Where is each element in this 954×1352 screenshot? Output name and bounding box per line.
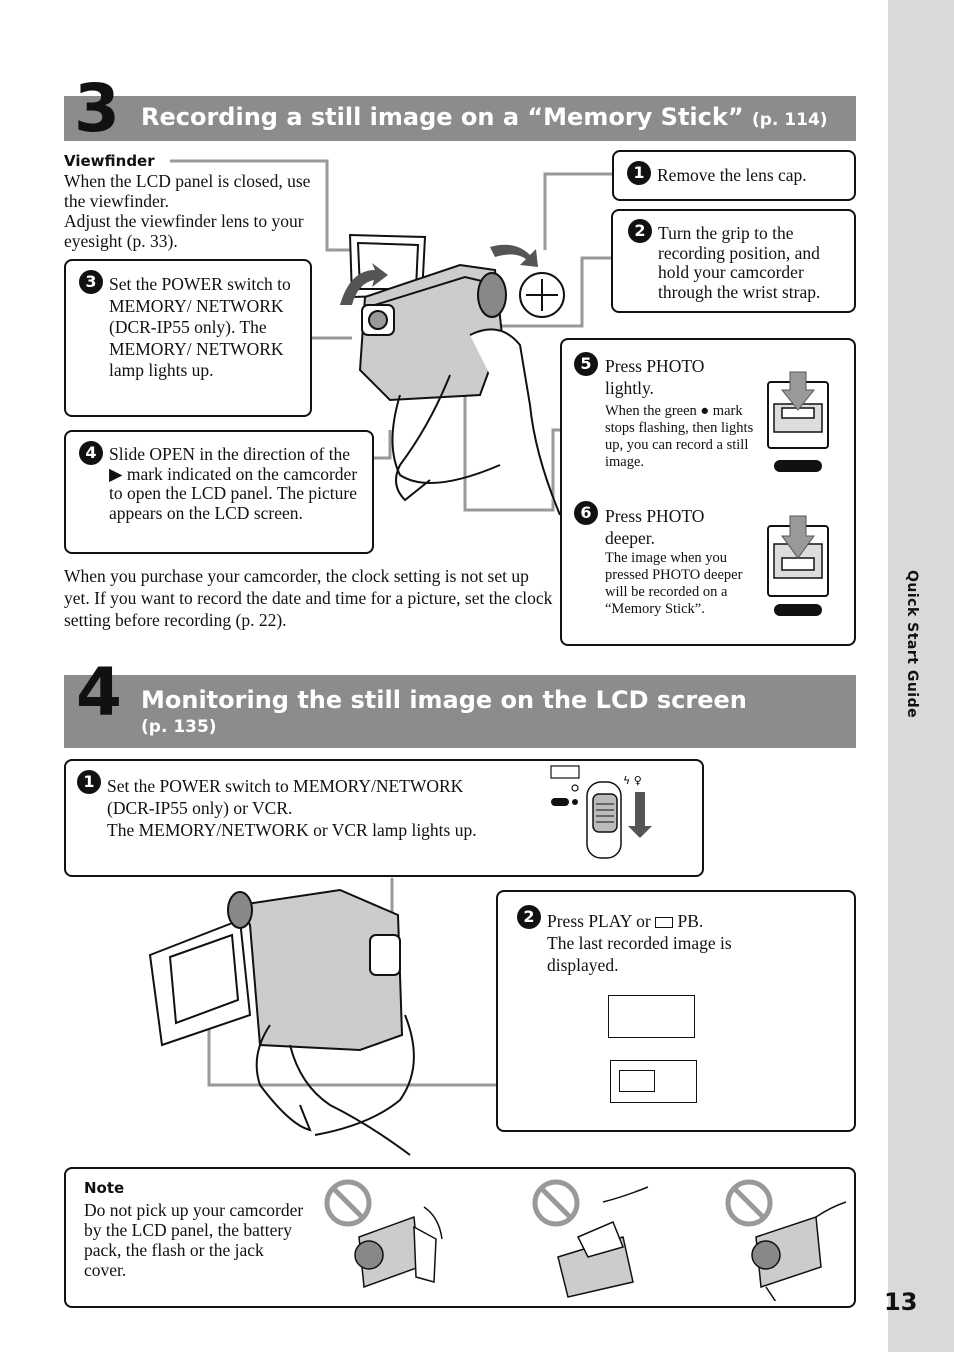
step5-text: Press PHOTO lightly. xyxy=(605,356,705,398)
viewfinder-text-1: When the LCD panel is closed, use the vi… xyxy=(64,171,311,211)
section3-number: 3 xyxy=(74,70,120,147)
no-battery-pickup-icon xyxy=(532,1179,649,1298)
photo-button-deep-icon xyxy=(767,515,829,616)
s4-step1-line2: (DCR-IP55 only) or VCR. xyxy=(107,798,293,818)
no-lcd-pickup-icon xyxy=(324,1179,443,1289)
step4-box: 4 Slide OPEN in the direction of the ▶ m… xyxy=(64,430,374,554)
s4-step1-line1: Set the POWER switch to MEMORY/NETWORK xyxy=(107,776,464,796)
section3-title: Recording a still image on a “Memory Sti… xyxy=(141,103,828,131)
camcorder-recording-illustration xyxy=(340,233,565,515)
note-text: Do not pick up your camcorder by the LCD… xyxy=(84,1200,304,1280)
side-label: Quick Start Guide xyxy=(904,570,920,719)
s4-step1-number-icon: 1 xyxy=(77,770,101,794)
section4-number: 4 xyxy=(76,654,122,731)
step1-box: 1 Remove the lens cap. xyxy=(612,150,856,201)
viewfinder-block: Viewfinder When the LCD panel is closed,… xyxy=(64,152,319,251)
section3-header-bar xyxy=(64,96,856,141)
memory-pb-button-icon xyxy=(610,1060,697,1103)
s4-step1-text: Set the POWER switch to MEMORY/NETWORK (… xyxy=(107,775,477,841)
section3-ref: (p. 114) xyxy=(751,110,828,130)
section3-title-text: Recording a still image on a “Memory Sti… xyxy=(141,103,744,131)
svg-text:ϟ ♀: ϟ ♀ xyxy=(623,774,642,787)
s4-step1-box: 1 Set the POWER switch to MEMORY/NETWORK… xyxy=(64,759,704,877)
step3-number-icon: 3 xyxy=(79,270,103,294)
s4-step2-number-icon: 2 xyxy=(517,905,541,929)
play-button-icon xyxy=(608,995,695,1038)
s4-step2-line1: Press PLAY or PB. xyxy=(547,910,807,932)
step56-box: 5 Press PHOTO lightly. When the green ● … xyxy=(560,338,856,646)
section4-title: Monitoring the still image on the LCD sc… xyxy=(141,686,747,714)
step2-number-icon: 2 xyxy=(628,219,652,243)
clock-note: When you purchase your camcorder, the cl… xyxy=(64,566,553,630)
s4-step2-text: Press PLAY or PB. The last recorded imag… xyxy=(547,910,807,976)
no-flash-pickup-icon xyxy=(725,1179,847,1301)
step6-number-icon: 6 xyxy=(574,501,598,525)
step5-detail: When the green ● mark stops flashing, th… xyxy=(605,403,754,470)
viewfinder-text-2: Adjust the viewfinder lens to your eyesi… xyxy=(64,211,304,251)
step3-text: Set the POWER switch to MEMORY/ NETWORK … xyxy=(109,274,291,380)
section4-ref: (p. 135) xyxy=(141,717,217,737)
step2-text: Turn the grip to the recording position,… xyxy=(658,223,821,302)
s4-step2-line1a: Press PLAY or xyxy=(547,911,651,931)
note-box: Note Do not pick up your camcorder by th… xyxy=(64,1167,856,1308)
memory-card-icon xyxy=(655,917,674,928)
power-switch-icon: ϟ ♀ xyxy=(550,765,652,859)
section4-header-bar xyxy=(64,675,856,748)
step6-text: Press PHOTO deeper. xyxy=(605,506,705,548)
step4-number-icon: 4 xyxy=(79,441,103,465)
step6-detail: The image when you pressed PHOTO deeper … xyxy=(605,550,743,617)
page-number: 13 xyxy=(884,1288,918,1316)
viewfinder-heading: Viewfinder xyxy=(64,152,155,170)
camcorder-playback-illustration xyxy=(148,888,415,1156)
step4-text: Slide OPEN in the direction of the ▶ mar… xyxy=(109,444,358,523)
note-heading: Note xyxy=(84,1179,125,1197)
s4-step1-line3: The MEMORY/NETWORK or VCR lamp lights up… xyxy=(107,820,477,840)
step1-number-icon: 1 xyxy=(627,161,651,185)
photo-button-light-icon xyxy=(767,371,829,472)
s4-step2-box: 2 Press PLAY or PB. The last recorded im… xyxy=(496,890,856,1132)
side-tab xyxy=(888,0,954,1352)
s4-step2-line2: The last recorded image is displayed. xyxy=(547,933,732,975)
step1-text: Remove the lens cap. xyxy=(657,165,807,185)
step2-box: 2 Turn the grip to the recording positio… xyxy=(611,209,856,313)
s4-step2-line1b: PB. xyxy=(677,911,704,931)
step5-number-icon: 5 xyxy=(574,352,598,376)
step3-box: 3 Set the POWER switch to MEMORY/ NETWOR… xyxy=(64,259,312,417)
